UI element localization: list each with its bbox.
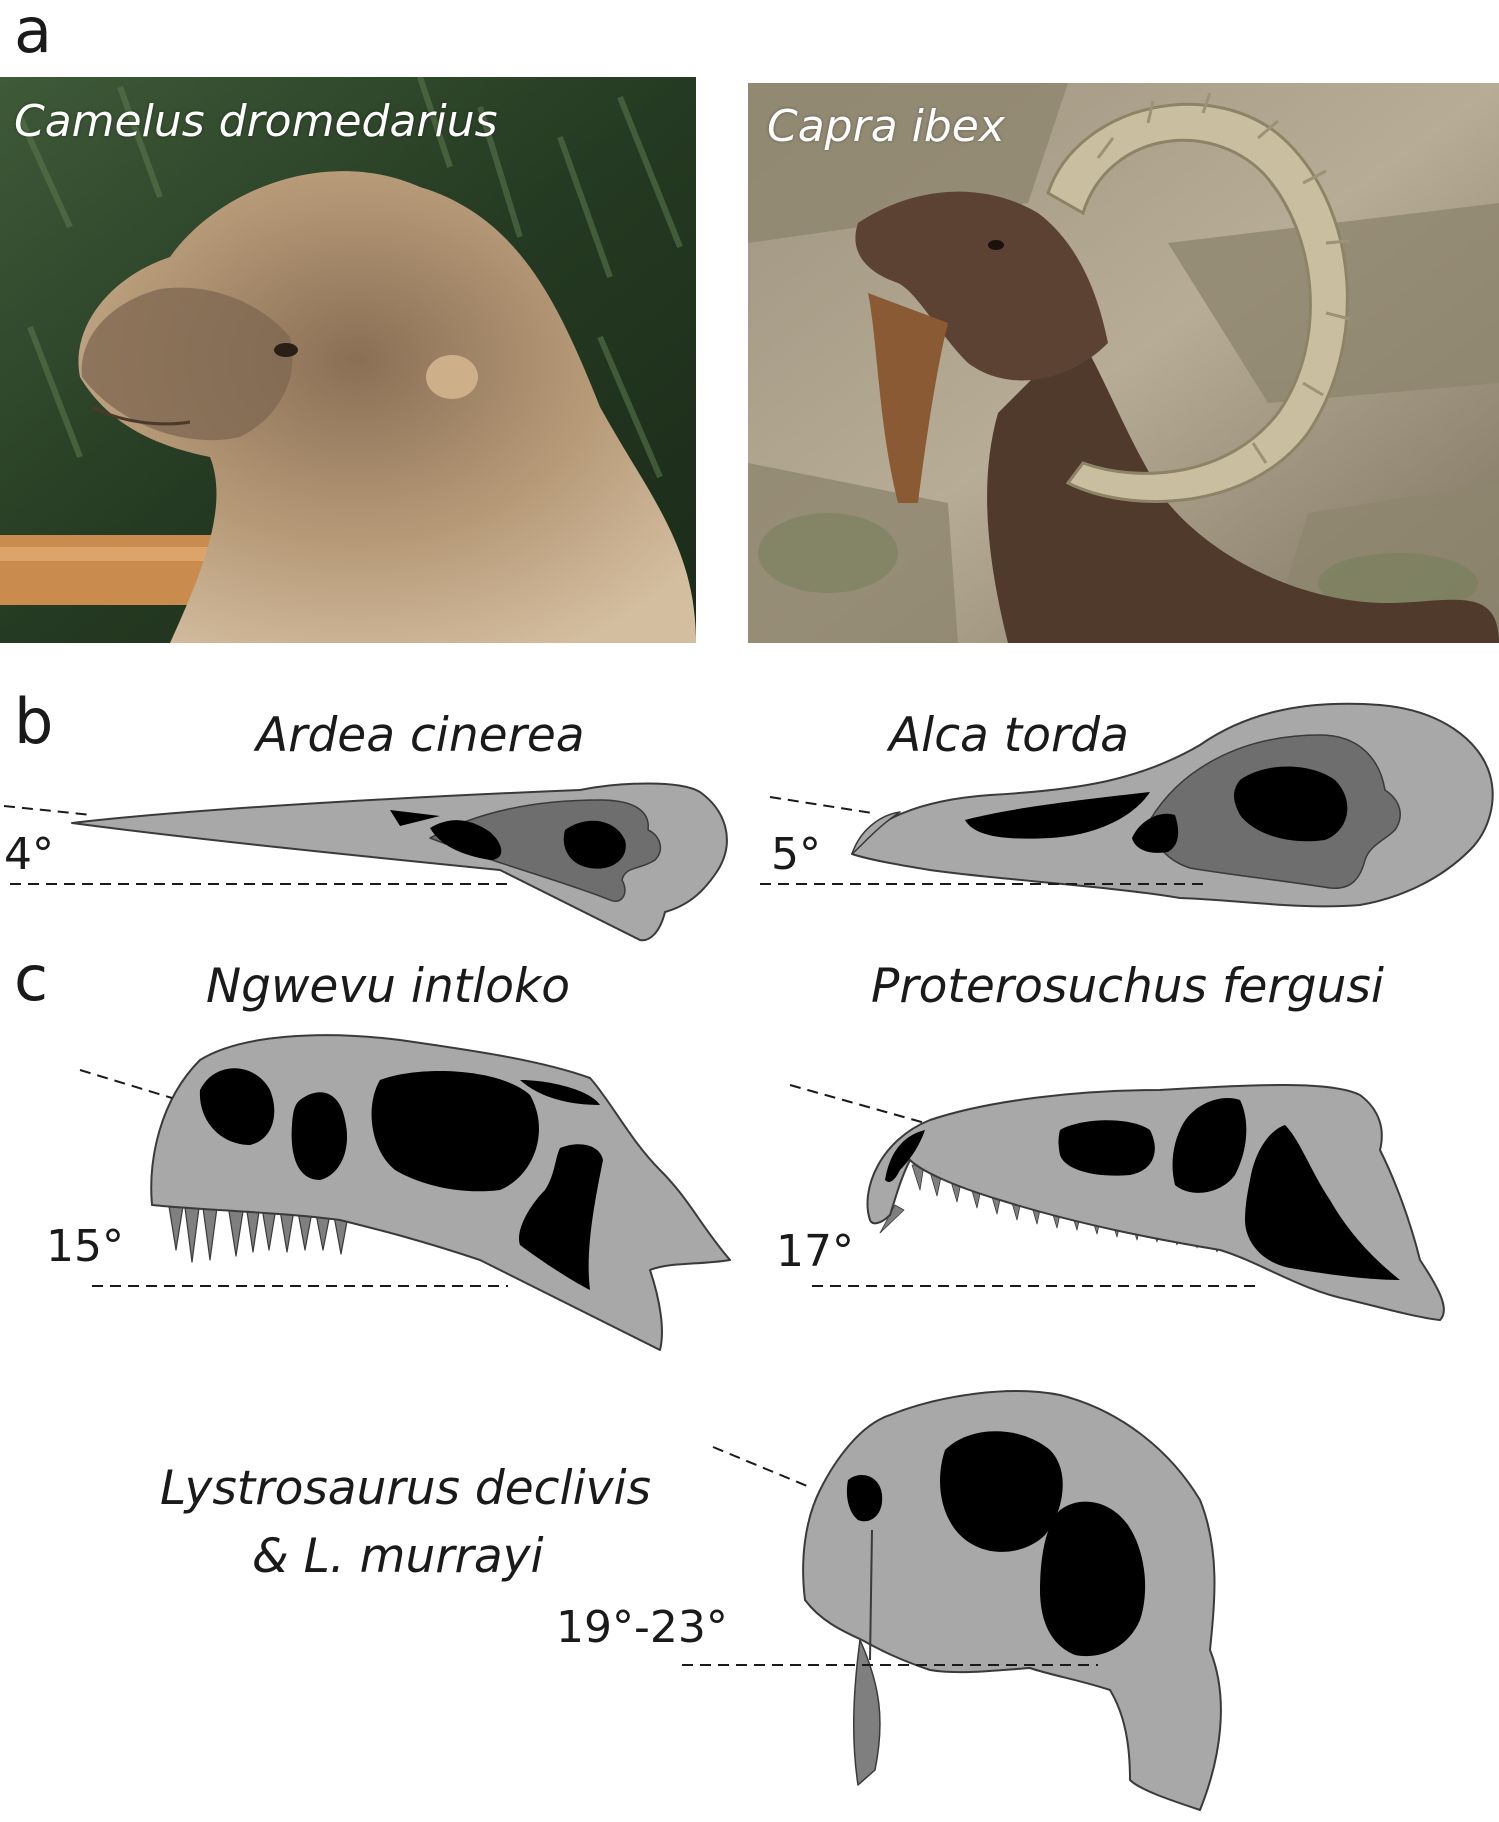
camel-photo-label: Camelus dromedarius <box>14 96 498 147</box>
angle-label-lystrosaurus: 19°-23° <box>556 1602 728 1653</box>
species-label-lystrosaurus-line2: & L. murrayi <box>252 1529 544 1584</box>
proterosuchus-skull <box>866 1084 1445 1321</box>
ardea-skull <box>71 782 728 942</box>
ibex-photo <box>748 83 1499 643</box>
lystrosaurus-skull <box>802 1390 1222 1811</box>
angle-label-ngwevu: 15° <box>46 1221 124 1272</box>
panel-letter-a: a <box>14 0 52 67</box>
species-label-ardea: Ardea cinerea <box>256 708 585 763</box>
angle-label-alca: 5° <box>771 829 821 880</box>
species-label-ngwevu: Ngwevu intloko <box>206 959 570 1014</box>
panel-letter-c: c <box>14 942 49 1015</box>
angle-label-ardea: 4° <box>4 829 54 880</box>
ngwevu-snout-line <box>79 1069 173 1099</box>
angle-label-proterosuchus: 17° <box>776 1226 854 1277</box>
lystrosaurus-snout-line <box>712 1446 813 1489</box>
ibex-photo-label: Capra ibex <box>767 101 1005 152</box>
alca-skull <box>851 702 1494 908</box>
proterosuchus-snout-line <box>789 1084 926 1124</box>
camel-photo <box>0 77 696 643</box>
alca-beak-line <box>769 796 873 814</box>
species-label-proterosuchus: Proterosuchus fergusi <box>871 959 1384 1014</box>
ngwevu-skull <box>150 1034 731 1351</box>
species-label-lystrosaurus: Lystrosaurus declivis <box>160 1461 651 1516</box>
ardea-beak-line <box>3 805 93 816</box>
species-label-alca: Alca torda <box>889 708 1129 763</box>
panel-letter-b: b <box>14 685 54 758</box>
